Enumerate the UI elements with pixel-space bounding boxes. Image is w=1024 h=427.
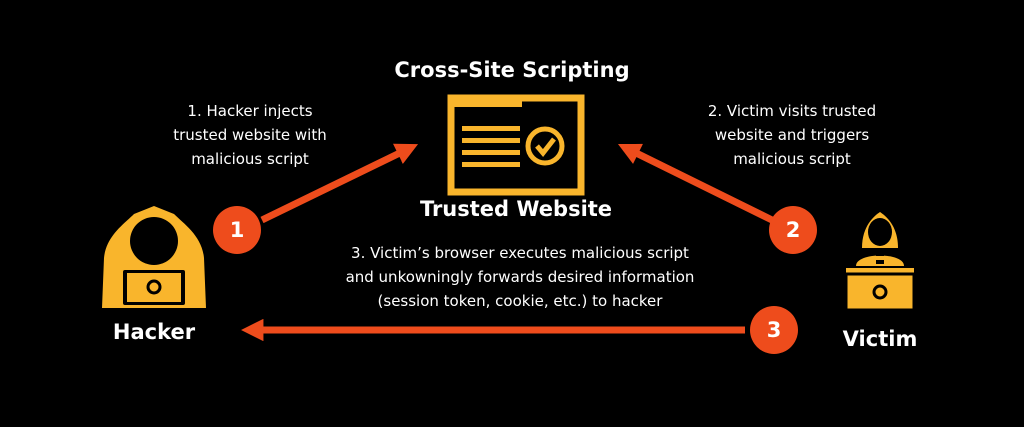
step-2-line-1: 2. Victim visits trusted — [707, 102, 877, 120]
step-2-line-3: malicious script — [733, 150, 851, 168]
step-3-line-1: 3. Victim’s browser executes malicious s… — [351, 244, 689, 262]
step-1-line-1: 1. Hacker injects — [187, 102, 313, 120]
step-3-line-3: (session token, cookie, etc.) to hacker — [377, 292, 663, 310]
victim-icon — [844, 212, 916, 312]
victim-label: Victim — [842, 327, 918, 351]
hacker-icon — [102, 206, 206, 308]
arrow-step-2 — [617, 143, 774, 224]
step-1-text: 1. Hacker injects trusted website with m… — [150, 99, 350, 171]
step-1-line-2: trusted website with — [173, 126, 327, 144]
step-1-line-3: malicious script — [191, 150, 309, 168]
step-2-line-2: website and triggers — [714, 126, 870, 144]
step-3-badge: 3 — [750, 306, 798, 354]
website-window-icon — [447, 94, 585, 196]
website-label: Trusted Website — [419, 197, 613, 221]
diagram-title: Cross-Site Scripting — [394, 58, 630, 82]
step-1-badge: 1 — [213, 206, 261, 254]
step-2-badge: 2 — [769, 206, 817, 254]
hacker-label: Hacker — [112, 320, 196, 344]
step-3-line-2: and unkowningly forwards desired informa… — [345, 268, 695, 286]
step-3-text: 3. Victim’s browser executes malicious s… — [300, 241, 740, 313]
step-2-text: 2. Victim visits trusted website and tri… — [682, 99, 902, 171]
arrow-step-1 — [260, 143, 419, 224]
